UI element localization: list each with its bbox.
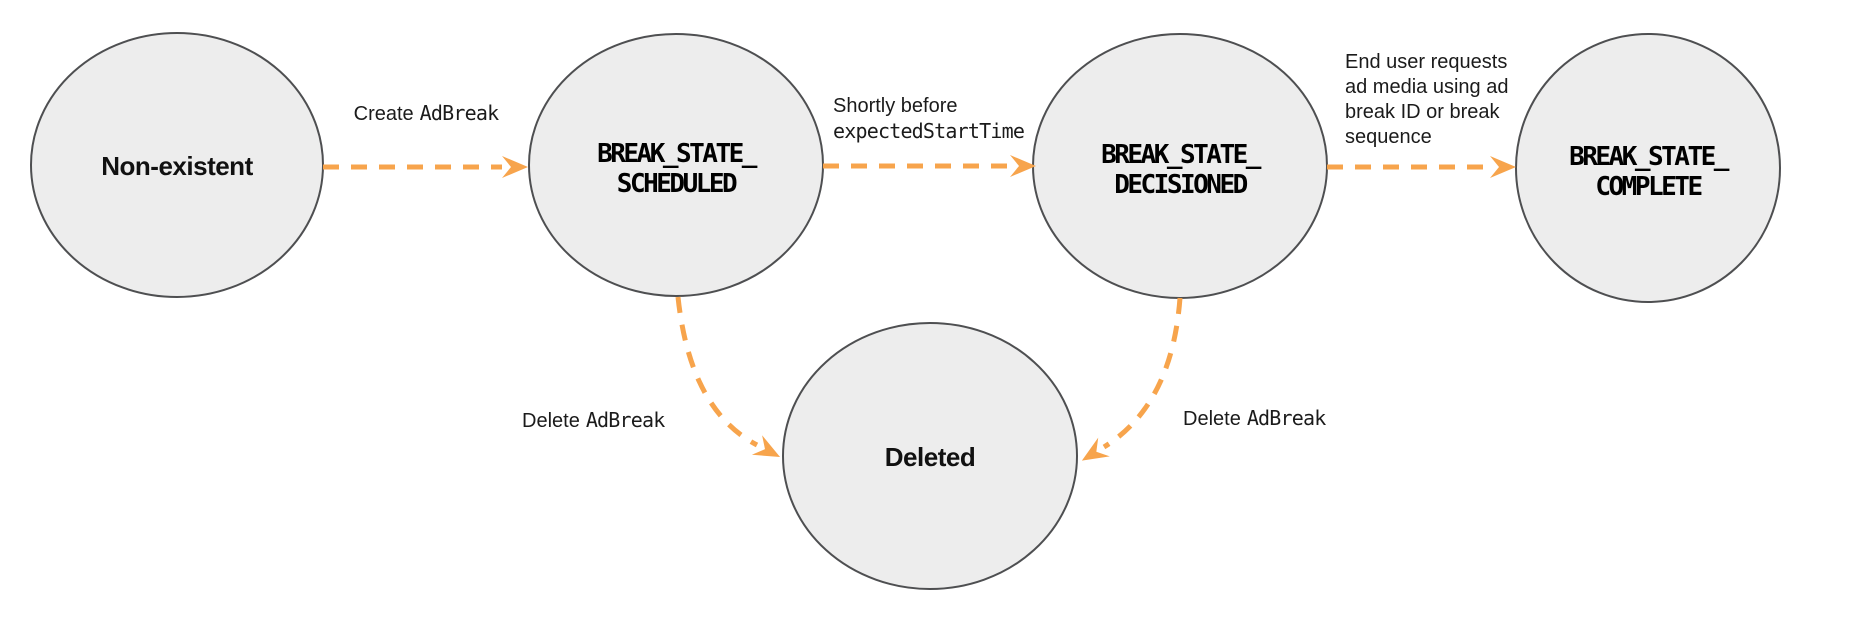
node-label-complete-line2: COMPLETE xyxy=(1595,172,1701,202)
node-label-complete-line1: BREAK_STATE_ xyxy=(1569,142,1730,172)
node-label-decisioned-line2: DECISIONED xyxy=(1114,170,1247,200)
state-node-deleted xyxy=(782,322,1078,590)
edge-label-end-user-line2: ad media using ad xyxy=(1345,76,1508,98)
edge-label-delete-right-text: Delete xyxy=(1183,408,1241,430)
edge-label-create-code: AdBreak xyxy=(420,101,499,125)
edge-label-end-user-line4: sequence xyxy=(1345,126,1432,148)
transition-arrow-delete-adbreak-right xyxy=(1081,297,1183,461)
node-label-non-existent: Non-existent xyxy=(101,151,253,181)
edge-label-delete-left-code: AdBreak xyxy=(586,408,665,432)
edge-label-delete-adbreak-right: Delete AdBreak xyxy=(1183,406,1326,430)
edge-label-delete-right-code: AdBreak xyxy=(1247,406,1326,430)
node-label-decisioned-line1: BREAK_STATE_ xyxy=(1101,140,1262,170)
node-label-scheduled-line2: SCHEDULED xyxy=(617,169,737,199)
state-node-break-state-complete xyxy=(1515,33,1781,303)
edge-label-end-user-line3: break ID or break xyxy=(1345,101,1501,123)
node-label-deleted: Deleted xyxy=(885,442,975,472)
edge-label-create-adbreak: Create AdBreak xyxy=(354,101,499,125)
transition-arrow-delete-adbreak-left xyxy=(675,296,781,458)
edge-label-shortly-before: Shortly before xyxy=(833,95,958,117)
edge-label-create-text: Create xyxy=(354,103,414,125)
edge-label-delete-adbreak-left: Delete AdBreak xyxy=(522,408,665,432)
node-label-scheduled-line1: BREAK_STATE_ xyxy=(597,139,758,169)
edge-label-expectedstarttime: expectedStartTime xyxy=(833,119,1024,143)
edge-label-end-user-line1: End user requests xyxy=(1345,51,1507,73)
edge-label-delete-left-text: Delete xyxy=(522,410,580,432)
